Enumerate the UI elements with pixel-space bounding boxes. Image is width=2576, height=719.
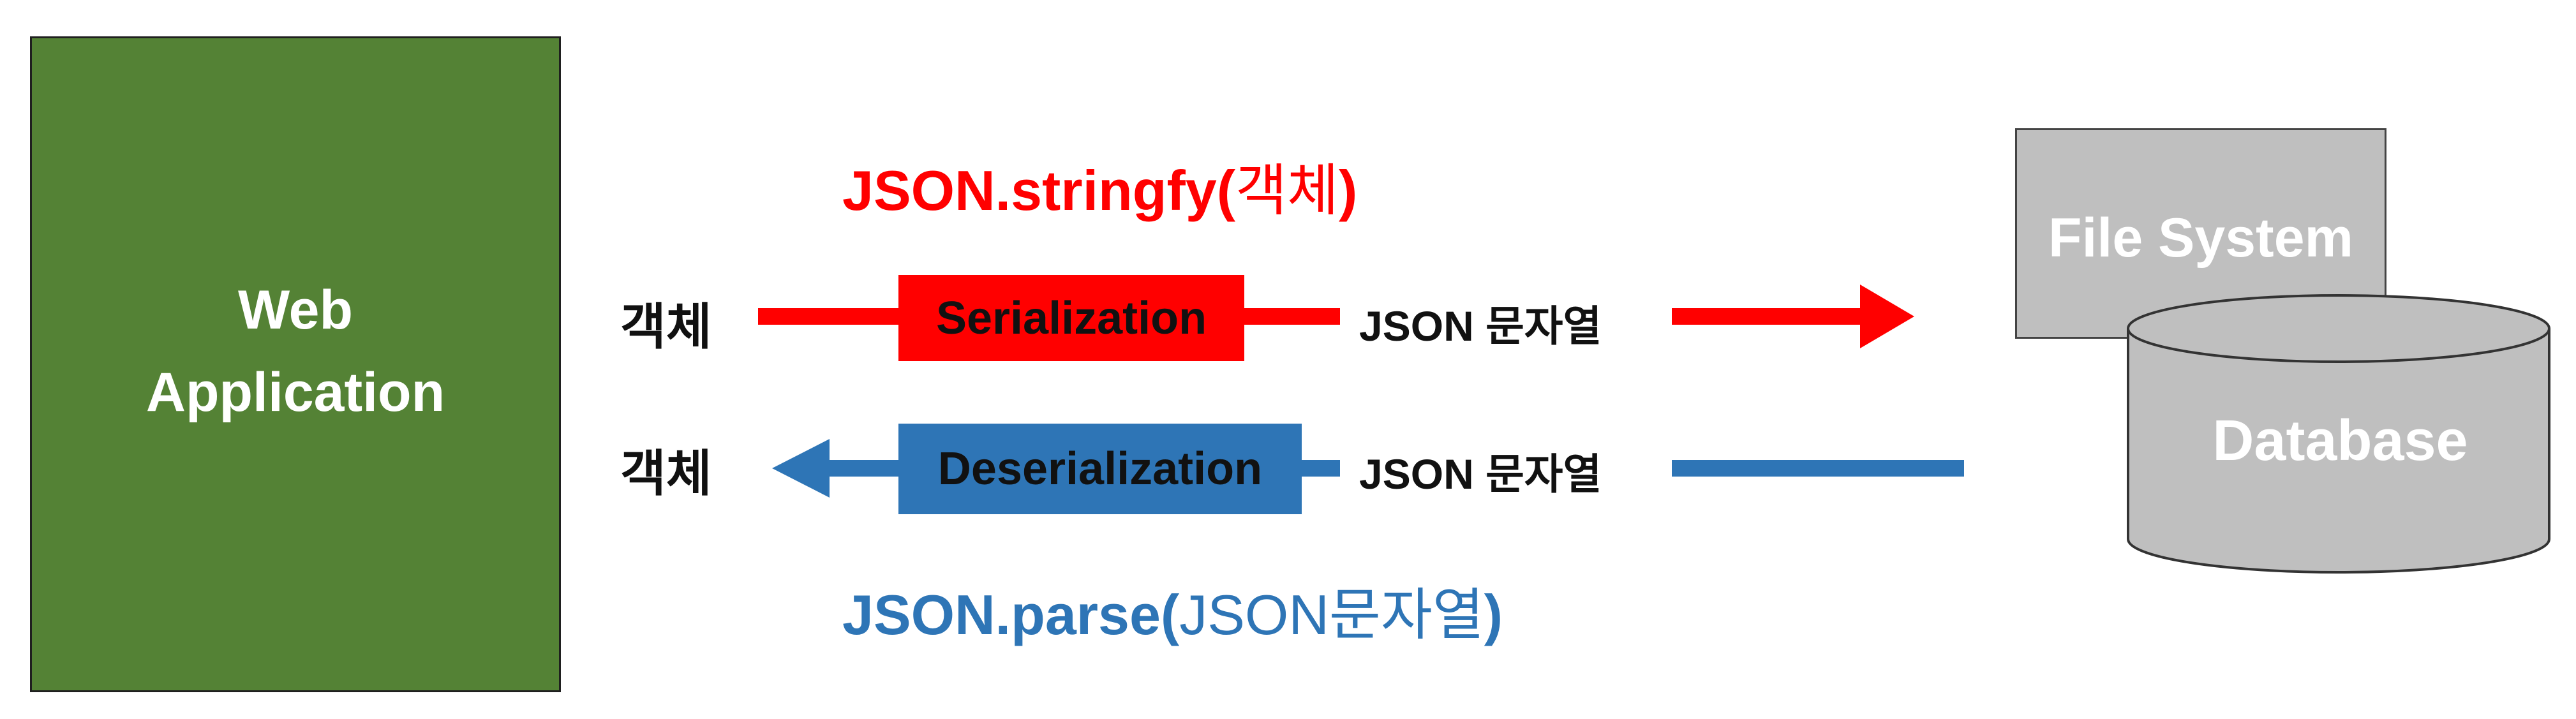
parse-function-label: JSON.parse(JSON문자열) xyxy=(842,570,1503,651)
serialization-label: Serialization xyxy=(935,292,1207,344)
web-application-box: Web Application xyxy=(30,36,561,692)
serialize-json-string-label: JSON 문자열 xyxy=(1359,302,1602,350)
serialization-box: Serialization xyxy=(898,275,1244,361)
deserialize-object-label: 객체 xyxy=(620,445,712,501)
file-system-label: File System xyxy=(2048,207,2353,269)
stringify-function-label: JSON.stringfy(객체) xyxy=(842,145,1357,226)
parse-function-arg: JSON문자열 xyxy=(1179,583,1484,646)
stringify-function-arg: 객체 xyxy=(1235,159,1339,222)
stringify-function-close: ) xyxy=(1339,159,1358,222)
serialize-object-label: 객체 xyxy=(620,299,712,355)
deserialize-json-string-label: JSON 문자열 xyxy=(1359,450,1602,498)
database-cylinder xyxy=(2127,294,2550,574)
database-label: Database xyxy=(2212,409,2468,473)
deserialization-label: Deserialization xyxy=(937,443,1263,494)
deserialize-arrowhead xyxy=(772,439,830,498)
deserialization-box: Deserialization xyxy=(898,424,1302,514)
parse-function-name: JSON.parse( xyxy=(842,583,1180,646)
stringify-function-name: JSON.stringfy( xyxy=(842,159,1236,222)
database-body xyxy=(2127,329,2550,574)
web-application-label: Web Application xyxy=(145,279,445,423)
serialize-arrowhead xyxy=(1860,285,1914,348)
database-top xyxy=(2127,294,2550,363)
parse-function-close: ) xyxy=(1484,583,1503,646)
